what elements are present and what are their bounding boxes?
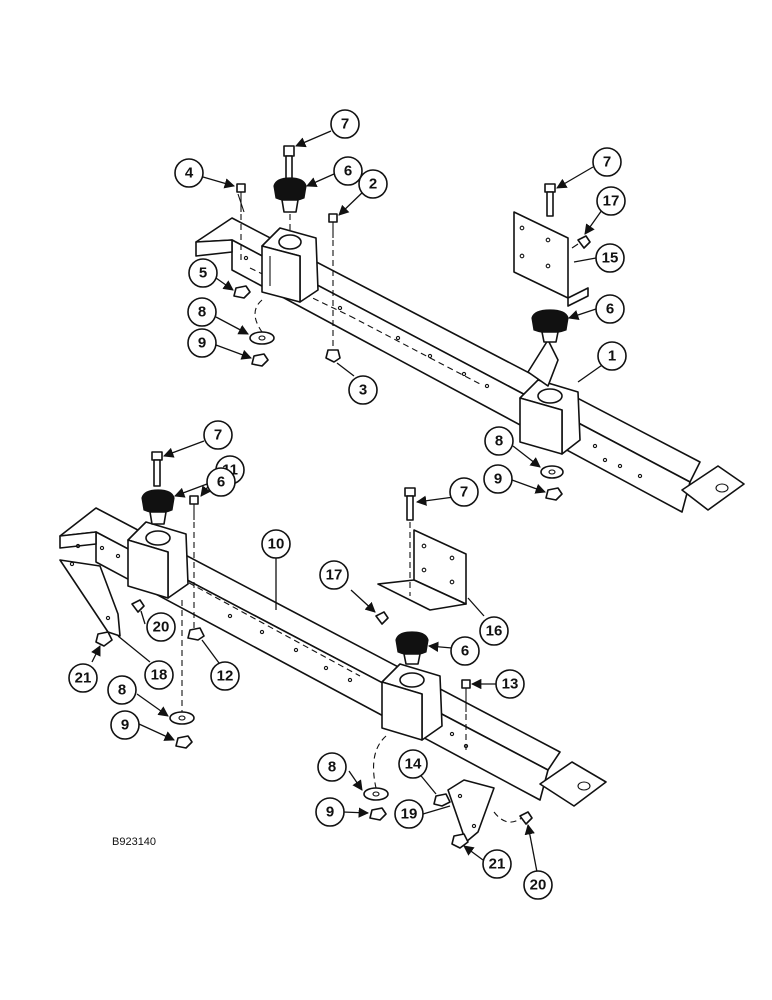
- svg-text:21: 21: [489, 856, 506, 873]
- svg-text:8: 8: [198, 304, 206, 321]
- callout-2: 2: [358, 169, 388, 199]
- callout-9-upper-left: 9: [187, 328, 217, 358]
- svg-text:9: 9: [121, 717, 129, 734]
- svg-text:8: 8: [328, 759, 336, 776]
- svg-text:8: 8: [495, 433, 503, 450]
- callout-6-upper-right: 6: [595, 294, 625, 324]
- svg-text:17: 17: [603, 193, 620, 210]
- callout-13: 13: [495, 669, 525, 699]
- svg-text:17: 17: [326, 567, 343, 584]
- svg-text:7: 7: [460, 484, 468, 501]
- svg-text:19: 19: [401, 806, 418, 823]
- callout-20-lower-left: 20: [146, 612, 176, 642]
- callout-8-upper-left: 8: [187, 297, 217, 327]
- callout-7-upper-right: 7: [592, 147, 622, 177]
- callout-17-upper: 17: [596, 186, 626, 216]
- svg-text:5: 5: [199, 265, 207, 282]
- svg-text:9: 9: [494, 471, 502, 488]
- callout-8-lower-left: 8: [107, 675, 137, 705]
- callout-9-lower-left: 9: [110, 710, 140, 740]
- callout-19: 19: [394, 799, 424, 829]
- callout-6-upper-left: 6: [333, 156, 363, 186]
- callout-16: 16: [479, 616, 509, 646]
- lower-fasteners: [95, 451, 533, 849]
- gusset-19: [447, 779, 525, 843]
- callout-9-lower-right: 9: [315, 797, 345, 827]
- svg-text:20: 20: [530, 877, 547, 894]
- svg-text:6: 6: [461, 643, 469, 660]
- callout-15: 15: [595, 243, 625, 273]
- callout-8-upper-right: 8: [484, 426, 514, 456]
- upper-right-mount-bracket: [519, 339, 581, 455]
- svg-text:15: 15: [602, 250, 619, 267]
- callout-17-lower: 17: [319, 560, 349, 590]
- callout-9-upper-right: 9: [483, 464, 513, 494]
- callout-6-lower-right: 6: [450, 636, 480, 666]
- upper-fasteners: [233, 145, 591, 501]
- mounting-plate-15: [513, 211, 589, 307]
- callout-5: 5: [188, 258, 218, 288]
- svg-text:7: 7: [214, 427, 222, 444]
- callout-14: 14: [398, 749, 428, 779]
- callout-10: 10: [261, 529, 291, 559]
- callout-8-lower-right: 8: [317, 752, 347, 782]
- svg-text:21: 21: [75, 670, 92, 687]
- svg-text:7: 7: [341, 116, 349, 133]
- svg-text:6: 6: [217, 474, 225, 491]
- callout-7-lower-left: 7: [203, 420, 233, 450]
- svg-text:4: 4: [185, 165, 194, 182]
- svg-text:9: 9: [198, 335, 206, 352]
- callout-12: 12: [210, 661, 240, 691]
- callout-7-upper-left: 7: [330, 109, 360, 139]
- svg-text:9: 9: [326, 804, 334, 821]
- lower-left-mount-bracket: [127, 521, 189, 599]
- leader-lines: [91, 130, 606, 873]
- callout-4: 4: [174, 158, 204, 188]
- svg-text:13: 13: [502, 676, 519, 693]
- svg-text:10: 10: [268, 536, 285, 553]
- callout-18: 18: [144, 660, 174, 690]
- svg-text:8: 8: [118, 682, 126, 699]
- svg-text:14: 14: [405, 756, 422, 773]
- callout-20-lower-right: 20: [523, 870, 553, 900]
- drawing-code: B923140: [112, 836, 156, 848]
- svg-text:1: 1: [608, 348, 616, 365]
- callout-7-lower-right: 7: [449, 477, 479, 507]
- svg-text:6: 6: [344, 163, 352, 180]
- svg-text:3: 3: [359, 382, 367, 399]
- svg-text:2: 2: [369, 176, 377, 193]
- callout-1: 1: [597, 341, 627, 371]
- lower-right-mount-bracket: [381, 663, 443, 741]
- callout-6-lower-left: 6: [206, 467, 236, 497]
- gusset-18: [59, 559, 121, 637]
- svg-text:20: 20: [153, 619, 170, 636]
- angle-bracket-16: [377, 529, 467, 611]
- svg-text:12: 12: [217, 668, 234, 685]
- callout-3: 3: [348, 375, 378, 405]
- svg-text:18: 18: [151, 667, 168, 684]
- svg-text:6: 6: [606, 301, 614, 318]
- svg-text:16: 16: [486, 623, 503, 640]
- upper-left-mount-bracket: [261, 227, 319, 303]
- callout-21-lower-left: 21: [68, 663, 98, 693]
- callout-21-lower-right: 21: [482, 849, 512, 879]
- svg-text:7: 7: [603, 154, 611, 171]
